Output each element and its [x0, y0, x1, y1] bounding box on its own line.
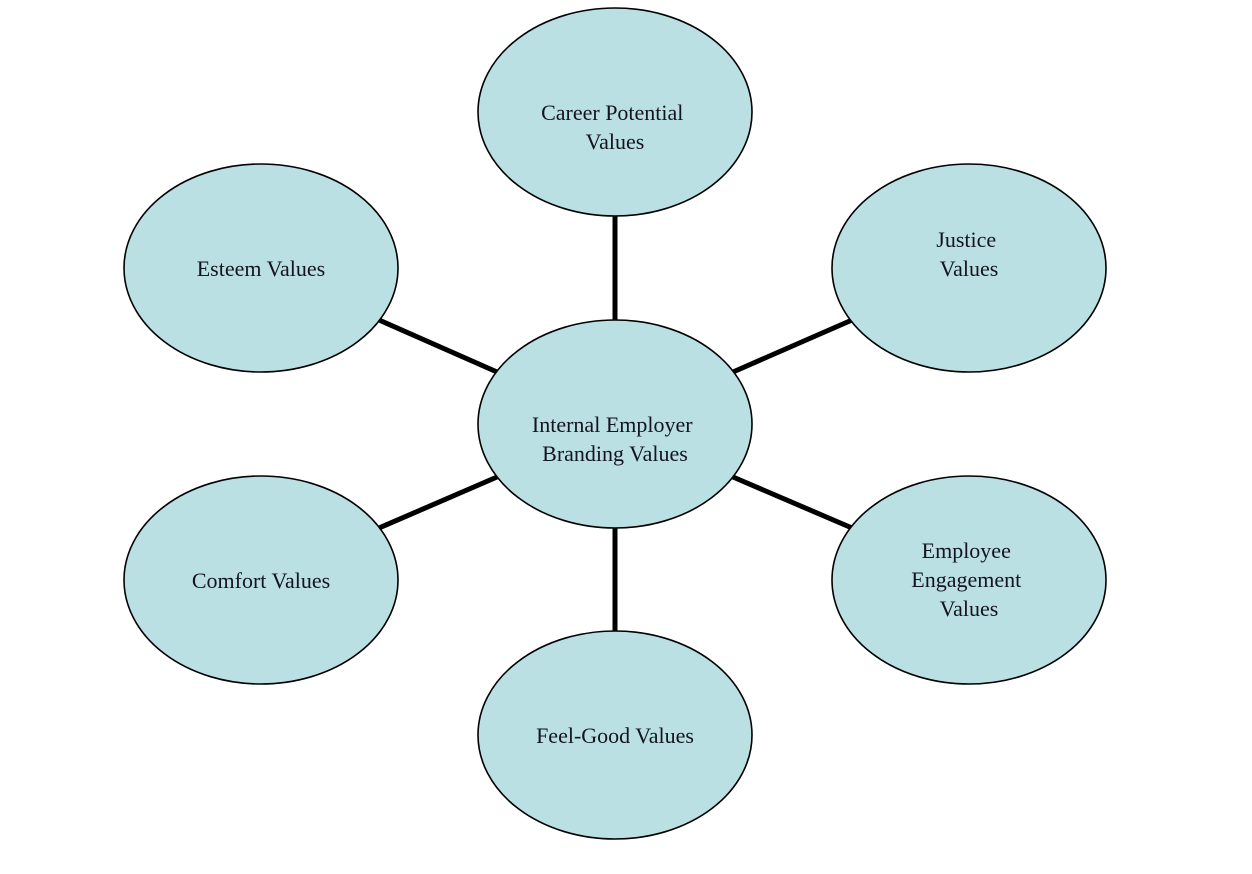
center-node-label: Internal Employer Branding Values [532, 412, 698, 466]
node-ellipse [123, 475, 399, 685]
node-career-potential-values: Career Potential Values [477, 7, 753, 217]
node-label-line: Feel-Good Values [536, 723, 694, 748]
node-label: Career Potential Values [541, 100, 689, 154]
node-label-line: Comfort Values [192, 568, 330, 593]
node-label: Esteem Values [197, 256, 326, 281]
node-label: Comfort Values [192, 568, 330, 593]
node-feel-good-values: Feel-Good Values [477, 630, 753, 840]
node-ellipse [123, 163, 399, 373]
connector-employee-engagement [732, 474, 853, 531]
node-label: Justice Values [936, 227, 1001, 281]
connectors [377, 216, 854, 632]
node-ellipse [831, 163, 1107, 373]
node-justice-values: Justice Values [831, 163, 1107, 373]
node-label-line: Employee [922, 538, 1011, 563]
center-node: Internal Employer Branding Values [477, 319, 753, 529]
connector-comfort [378, 474, 498, 531]
node-employee-engagement-values: Employee Engagement Values [831, 475, 1107, 685]
node-esteem-values: Esteem Values [123, 163, 399, 373]
center-node-label-line: Branding Values [542, 441, 688, 466]
node-label-line: Values [940, 596, 999, 621]
node-ellipse [477, 630, 753, 840]
node-label-line: Values [586, 129, 645, 154]
node-label-line: Career Potential [541, 100, 683, 125]
node-comfort-values: Comfort Values [123, 475, 399, 685]
node-ellipse [831, 475, 1107, 685]
center-node-ellipse [477, 319, 753, 529]
connector-esteem [377, 317, 499, 375]
node-label-line: Engagement [911, 567, 1021, 592]
node-label-line: Values [940, 256, 999, 281]
node-label: Feel-Good Values [536, 723, 694, 748]
center-node-label-line: Internal Employer [532, 412, 693, 437]
node-label-line: Justice [936, 227, 996, 252]
node-ellipse [477, 7, 753, 217]
connector-justice [731, 317, 854, 375]
node-label: Employee Engagement Values [911, 538, 1026, 621]
node-label-line: Esteem Values [197, 256, 326, 281]
